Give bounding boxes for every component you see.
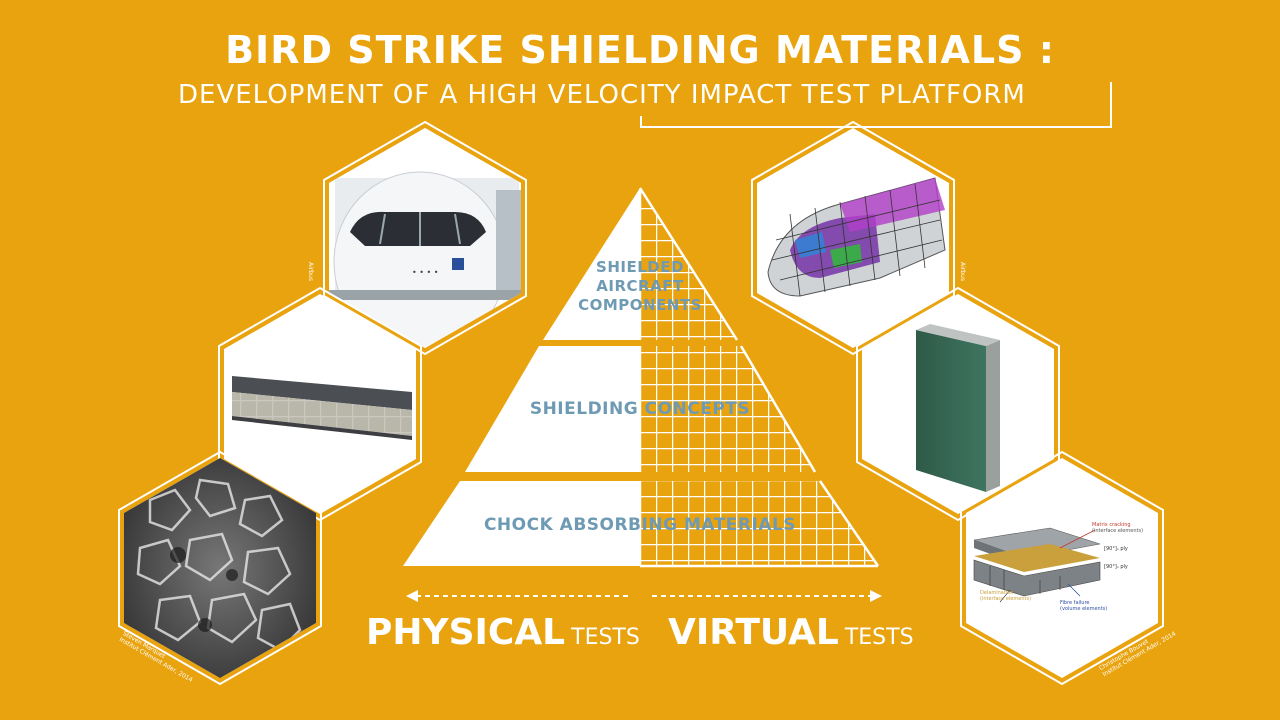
fem-label-matrix-sub: (interface elements) xyxy=(1092,528,1143,534)
page-title: BIRD STRIKE SHIELDING MATERIALS : xyxy=(225,28,1055,72)
fem-label-delam-sub: (interface elements) xyxy=(980,596,1031,602)
fem-label-fibre-sub: (volume elements) xyxy=(1060,606,1107,612)
pyramid-top-line-1: SHIELDED xyxy=(596,258,684,276)
pyramid-middle-label: SHIELDING CONCEPTS xyxy=(529,399,751,419)
pyramid-bottom-label: CHOCK ABSORBING MATERIALS xyxy=(483,515,797,535)
fem-label-delam: Delamination xyxy=(980,590,1013,596)
virtual-word: VIRTUAL xyxy=(668,612,839,653)
virtual-tests-word: TESTS xyxy=(844,625,914,650)
physical-word: PHYSICAL xyxy=(366,612,566,653)
fuselage-mesh-image xyxy=(751,120,955,356)
fem-label-fibre: Fibre failure xyxy=(1060,600,1089,606)
svg-text:• • • •: • • • • xyxy=(412,268,439,277)
fem-label-ply-b: [90°]ₙ ply xyxy=(1104,564,1128,570)
page-subtitle: DEVELOPMENT OF A HIGH VELOCITY IMPACT TE… xyxy=(178,80,1026,110)
pyramid-top-line-2: AIRCRAFT xyxy=(596,277,684,295)
physical-tests-word: TESTS xyxy=(571,625,640,650)
credit-airbus-left: Airbus xyxy=(307,262,314,281)
fem-laminate-image xyxy=(960,450,1164,686)
composite-block-image xyxy=(856,286,1060,522)
fem-label-matrix: Matrix cracking xyxy=(1092,522,1131,528)
pyramid-top-label: SHIELDED AIRCRAFT COMPONENTS xyxy=(566,258,714,315)
fem-label-ply-a: [90°]ₙ ply xyxy=(1104,546,1128,552)
subtitle-bracket xyxy=(640,82,1112,128)
pyramid-top-line-3: COMPONENTS xyxy=(578,296,702,314)
credit-airbus-right: Airbus xyxy=(959,262,966,281)
test-pyramid xyxy=(403,187,880,568)
virtual-arrow xyxy=(652,590,882,602)
physical-arrow xyxy=(406,590,628,602)
